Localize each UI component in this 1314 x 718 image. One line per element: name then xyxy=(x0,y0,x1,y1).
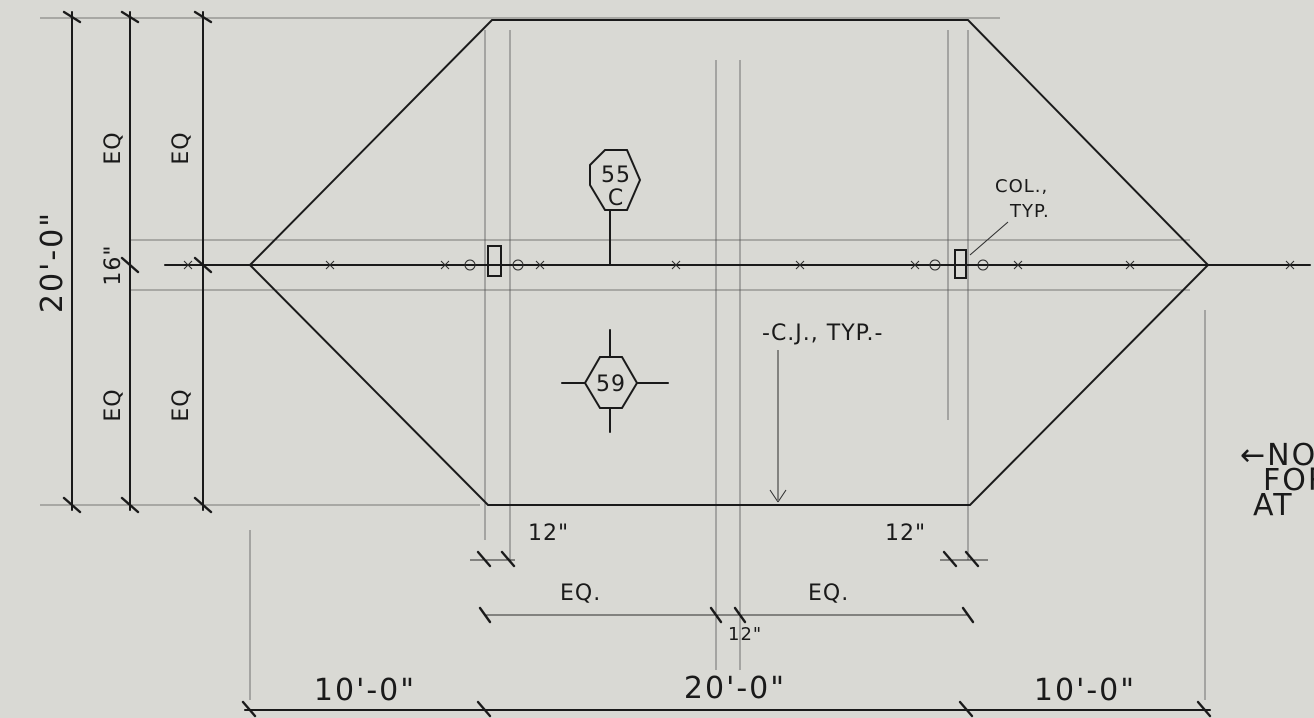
section-tag-upper: 55 C xyxy=(589,149,642,266)
dim-12in-center: 12" xyxy=(728,624,762,645)
centerline xyxy=(164,245,1311,279)
anchor-circle xyxy=(512,259,524,271)
dim-12in-left: 12" xyxy=(528,521,569,546)
centerline-x-mark xyxy=(795,260,805,270)
dim-10ft-left: 10'-0" xyxy=(314,673,416,708)
slab-outline xyxy=(249,19,1210,506)
centerline-x-mark xyxy=(1013,260,1023,270)
tag-upper-top: 55 xyxy=(601,163,631,188)
centerline-x-mark xyxy=(440,260,450,270)
anchor-circle xyxy=(977,259,989,271)
dim-eq-lower-inner: EQ xyxy=(169,388,194,421)
centerline-x-mark xyxy=(1285,260,1295,270)
bottom-dimensions: 12" 12" EQ. EQ. 12" 10'-0" 20'-0" 10'-0" xyxy=(241,521,1212,718)
anchor-circle xyxy=(929,259,941,271)
note-cj: -C.J., TYP.- xyxy=(762,321,883,346)
note-col: COL., xyxy=(995,176,1048,197)
dim-20ft-middle: 20'-0" xyxy=(684,671,786,706)
cj-note: -C.J., TYP.- xyxy=(762,321,883,503)
column-note: COL., TYP. xyxy=(969,176,1050,256)
dim-10ft-right: 10'-0" xyxy=(1034,673,1136,708)
centerline-x-mark xyxy=(535,260,545,270)
dim-eq-upper-outer: EQ xyxy=(101,131,126,164)
centerline-x-mark xyxy=(910,260,920,270)
centerline-x-mark xyxy=(671,260,681,270)
dim-total-vertical: 20'-0" xyxy=(35,211,70,313)
side-note: ←NOT FOR AT xyxy=(1240,438,1314,523)
note-col-typ: TYP. xyxy=(1009,201,1050,222)
column-left xyxy=(487,245,502,277)
side-note-line1: ←NOT xyxy=(1240,438,1314,473)
centerline-x-mark xyxy=(1125,260,1135,270)
centerline-x-mark xyxy=(183,260,193,270)
dim-16in: 16" xyxy=(101,244,126,285)
section-tag-lower: 59 xyxy=(561,329,669,433)
dim-eq-right: EQ. xyxy=(808,581,849,606)
column-right xyxy=(954,249,967,279)
tag-lower: 59 xyxy=(596,372,626,397)
dim-12in-right: 12" xyxy=(885,521,926,546)
dim-eq-upper-inner: EQ xyxy=(169,131,194,164)
side-note-line3: AT xyxy=(1253,488,1294,523)
construction-lines xyxy=(40,17,1206,700)
anchor-circle xyxy=(464,259,476,271)
side-note-line2: FOR xyxy=(1263,463,1314,498)
tag-upper-bottom: C xyxy=(608,186,624,211)
dim-eq-left: EQ. xyxy=(560,581,601,606)
centerline-x-mark xyxy=(325,260,335,270)
vertical-dimensions: 20'-0" 16" EQ EQ EQ EQ xyxy=(35,10,213,514)
dim-eq-lower-outer: EQ xyxy=(101,388,126,421)
